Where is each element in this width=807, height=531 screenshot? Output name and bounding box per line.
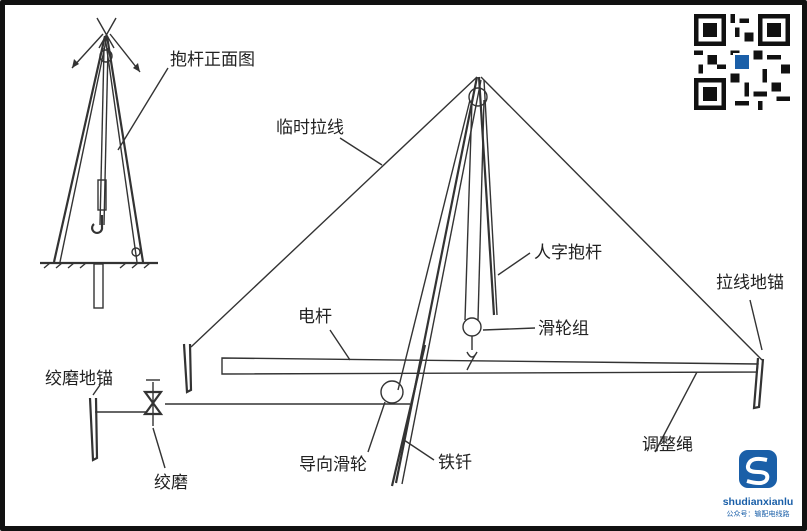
leader-temp-guy <box>339 137 383 166</box>
leader-guide-pulley <box>367 401 386 453</box>
temp-guy-right <box>480 76 763 361</box>
inset-leg-left <box>52 35 107 263</box>
leader-a-frame <box>497 252 531 276</box>
label-guy-anchor: 拉线地锚 <box>716 273 784 293</box>
label-pulley-block: 滑轮组 <box>538 319 589 339</box>
inset-top-x1 <box>96 17 115 49</box>
leader-winch <box>152 427 166 469</box>
inset-guy-right <box>109 33 141 73</box>
inset-pole-stub <box>93 263 104 309</box>
watermark: shudianxianlu 公众号：输配电线路 <box>715 448 801 523</box>
label-iron-stake: 铁钎 <box>438 453 472 473</box>
label-front-view: 抱杆正面图 <box>170 50 255 70</box>
pole <box>221 357 759 375</box>
watermark-name: shudianxianlu <box>722 496 794 508</box>
inset-pin <box>131 247 141 257</box>
adjust-rope <box>654 371 698 453</box>
inset-leg-left2 <box>59 35 108 263</box>
leader-pulley-block <box>482 327 536 331</box>
inset-top-pulley <box>99 49 113 63</box>
watermark-subtitle: 公众号：输配电线路 <box>726 510 790 518</box>
inset-lower-block <box>97 179 107 211</box>
leader-iron-stake <box>403 439 435 461</box>
inset-ground-hatch <box>43 262 151 269</box>
iron-stake <box>390 344 427 487</box>
inset-rope-b <box>103 47 109 226</box>
label-winch: 绞磨 <box>154 473 188 493</box>
temp-guy-left <box>190 76 478 348</box>
inset-leg-right2 <box>104 35 138 263</box>
main-diagram: 临时拉线 人字抱杆 拉线地锚 电杆 滑轮组 绞磨地锚 导向滑轮 铁钎 调整绳 绞… <box>45 76 784 493</box>
winch <box>142 379 164 426</box>
a-frame-leg-front2 <box>401 79 482 485</box>
a-frame-leg-back2 <box>483 79 498 316</box>
inset-arrow-left <box>72 59 79 68</box>
inset-hook <box>91 215 104 235</box>
hoist-rope-down <box>397 99 471 391</box>
label-guide-pulley: 导向滑轮 <box>299 455 367 475</box>
guy-anchor-left <box>182 343 193 394</box>
inset-leader <box>117 67 169 151</box>
logo-icon <box>739 450 777 488</box>
leader-pole <box>329 329 351 361</box>
leader-guy-anchor <box>749 299 763 351</box>
inset-top-x2 <box>98 17 117 49</box>
inset-arrow-right <box>133 63 140 72</box>
a-frame-leg-back <box>477 76 496 316</box>
hoist-rope-2 <box>477 99 485 321</box>
inset-leg-right <box>105 35 145 263</box>
pulley-block-hook <box>466 336 478 371</box>
label-temp-guy: 临时拉线 <box>276 118 344 138</box>
label-adjust-rope: 调整绳 <box>642 435 693 455</box>
qr-code-icon <box>694 14 790 110</box>
winch-anchor <box>88 397 99 462</box>
label-a-frame: 人字抱杆 <box>534 243 602 263</box>
top-pulley <box>468 87 488 107</box>
guy-anchor-right <box>752 357 765 410</box>
guide-pulley <box>380 380 404 404</box>
label-winch-anchor: 绞磨地锚 <box>45 369 113 389</box>
inset-rope-a <box>99 47 105 226</box>
hoist-rope-1 <box>464 99 473 321</box>
front-view-inset: 抱杆正面图 <box>40 17 255 309</box>
label-pole: 电杆 <box>298 307 332 327</box>
leader-winch-anchor <box>92 384 101 396</box>
